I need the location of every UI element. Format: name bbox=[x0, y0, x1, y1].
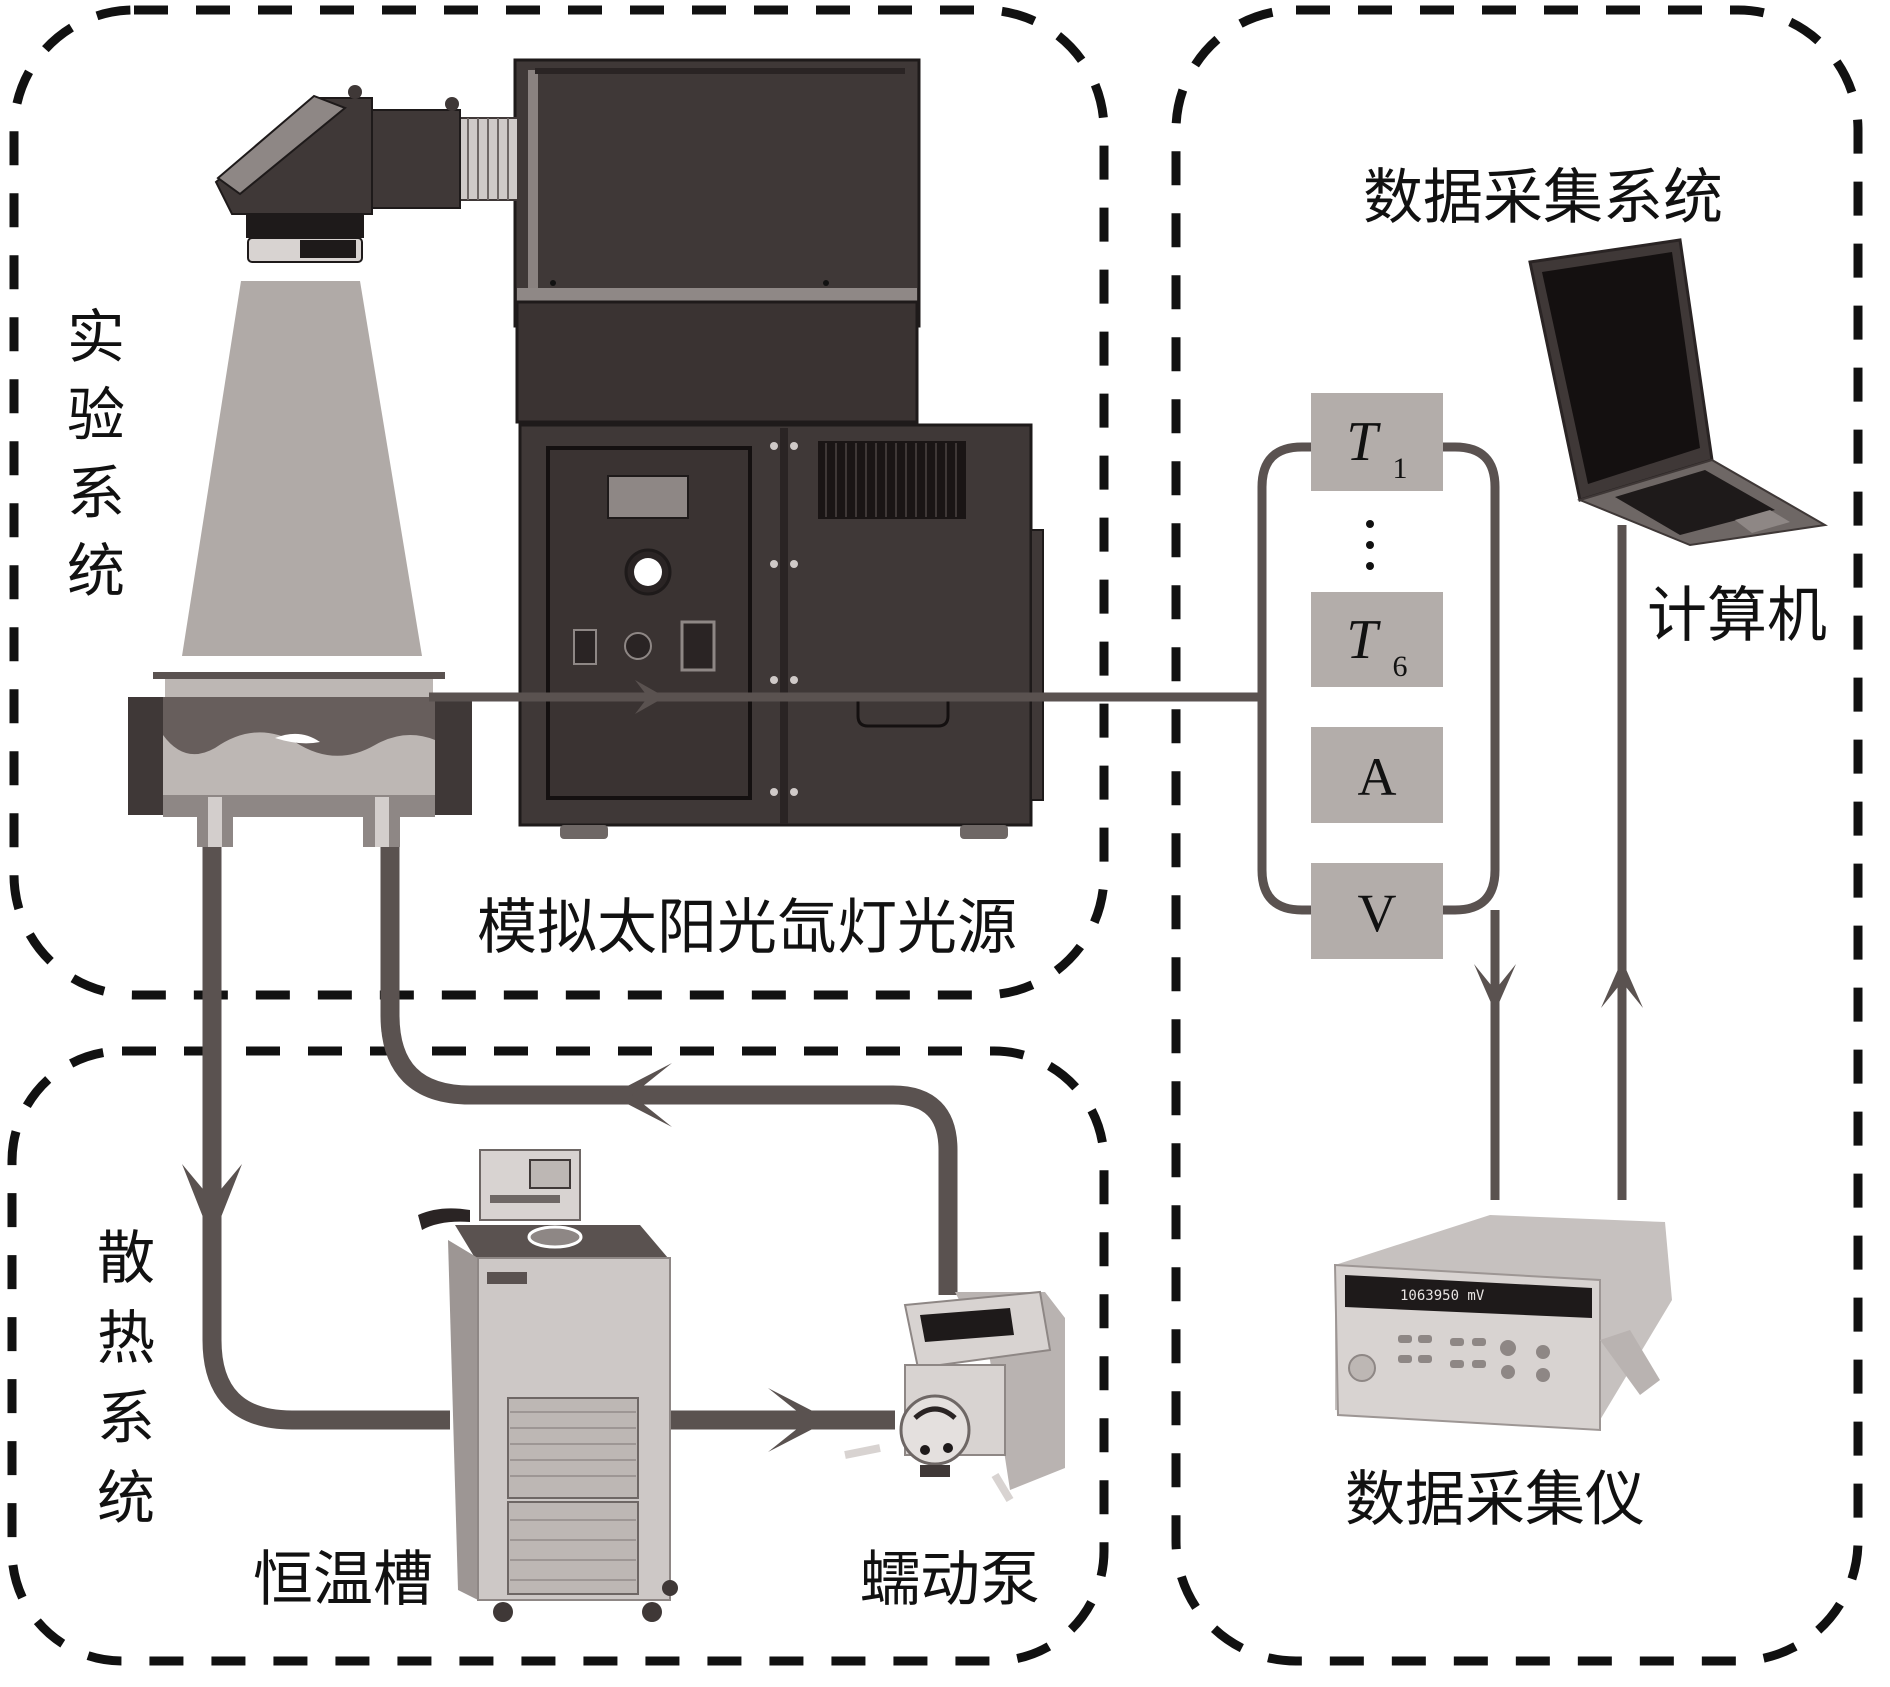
signal-arrow-right bbox=[635, 680, 665, 714]
sensor-t6: T 6 bbox=[1311, 592, 1443, 687]
svg-text:T: T bbox=[1346, 609, 1381, 671]
svg-text:6: 6 bbox=[1393, 650, 1408, 683]
data-acquisition-system-label: 数据采集系统 bbox=[1363, 163, 1723, 233]
signal-arrow-down bbox=[1474, 964, 1516, 1012]
laptop-icon bbox=[1528, 238, 1828, 547]
sensor-current: A bbox=[1311, 727, 1443, 823]
svg-text:系: 系 bbox=[97, 1384, 155, 1452]
svg-text:1: 1 bbox=[1393, 452, 1408, 485]
peristaltic-pump-icon bbox=[844, 1290, 1065, 1503]
data-logger-icon: 1063950 mV bbox=[1333, 1215, 1672, 1432]
svg-text:热: 热 bbox=[97, 1304, 155, 1372]
sensor-t1: T 1 bbox=[1311, 393, 1443, 491]
svg-text:实: 实 bbox=[67, 303, 125, 371]
sensor-bus-left bbox=[1257, 442, 1311, 915]
data-logger-label: 数据采集仪 bbox=[1345, 1465, 1645, 1535]
peristaltic-pump-label: 蠕动泵 bbox=[860, 1545, 1040, 1615]
svg-text:验: 验 bbox=[67, 381, 125, 449]
svg-text:统: 统 bbox=[67, 537, 125, 605]
svg-text:A: A bbox=[1358, 747, 1397, 807]
flow-arrow-down bbox=[182, 1164, 242, 1240]
svg-text:T: T bbox=[1346, 411, 1381, 473]
sensor-voltage: V bbox=[1311, 863, 1443, 959]
flow-arrow-left bbox=[610, 1063, 672, 1127]
thermostatic-bath-label: 恒温槽 bbox=[253, 1545, 433, 1615]
xenon-lamp-icon bbox=[214, 58, 1044, 839]
svg-text:V: V bbox=[1358, 883, 1397, 943]
experiment-system-label: 实 验 系 统 bbox=[67, 303, 125, 605]
thermostatic-bath-icon bbox=[418, 1149, 678, 1622]
signal-arrow-up bbox=[1601, 960, 1643, 1008]
cooling-system-label: 散 热 系 统 bbox=[97, 1224, 155, 1532]
xenon-lamp-label: 模拟太阳光氙灯光源 bbox=[477, 893, 1017, 963]
data-acquisition-system-border bbox=[1171, 5, 1863, 1666]
svg-text:系: 系 bbox=[67, 459, 125, 527]
svg-text:1063950 mV: 1063950 mV bbox=[1400, 1288, 1485, 1304]
flow-arrow-right bbox=[768, 1388, 830, 1452]
coolant-pipe-pump-to-absorber bbox=[380, 847, 958, 1295]
svg-text:统: 统 bbox=[97, 1464, 155, 1532]
coolant-pipe-to-bath bbox=[202, 847, 450, 1430]
cooling-system-border bbox=[7, 1046, 1109, 1666]
svg-text:散: 散 bbox=[97, 1224, 155, 1292]
absorber-plate-icon bbox=[128, 672, 472, 847]
computer-label: 计算机 bbox=[1647, 581, 1827, 651]
sensor-ellipsis bbox=[1366, 520, 1374, 570]
sensor-bus-right bbox=[1443, 442, 1500, 915]
light-beam bbox=[182, 281, 422, 656]
